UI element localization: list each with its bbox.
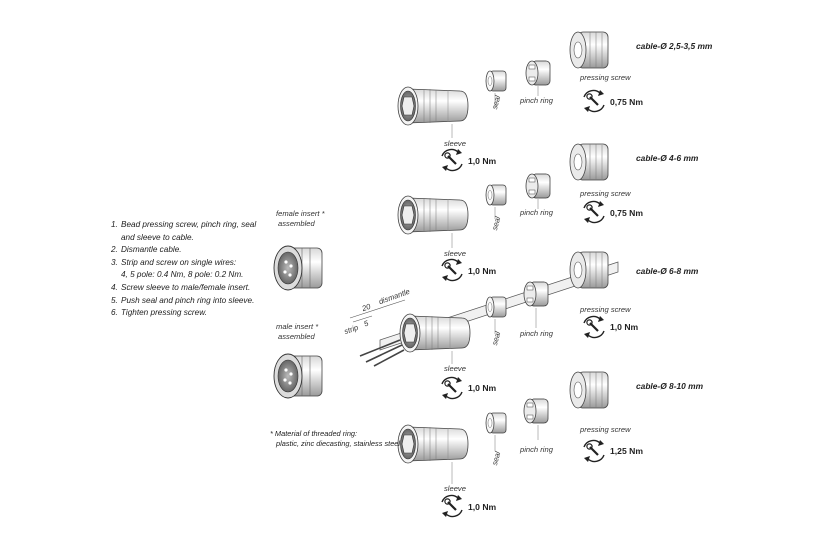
sleeve-torque-3: 1,0 Nm <box>468 383 497 393</box>
sleeve-label: sleeve <box>444 139 466 148</box>
sleeve-label: sleeve <box>444 249 466 258</box>
variant-2-title: cable-Ø 4-6 mm <box>636 153 699 163</box>
material-note: * Material of threaded ring: plastic, zi… <box>270 429 401 448</box>
pressing-screw-label: pressing screw <box>580 425 631 434</box>
sleeve-torque-4: 1,0 Nm <box>468 502 497 512</box>
pinch-ring-label: pinch ring <box>520 445 553 454</box>
pressing-screw-label: pressing screw <box>580 73 631 82</box>
male-insert-label-2: assembled <box>278 332 315 341</box>
female-insert-label: female insert * <box>276 209 325 218</box>
variant-3-title: cable-Ø 6-8 mm <box>636 266 699 276</box>
male-insert-label: male insert * <box>276 322 319 331</box>
step-row: 3.Strip and screw on single wires: <box>111 257 237 267</box>
pinch-ring-label: pinch ring <box>520 208 553 217</box>
female-insert-drawing <box>273 245 323 291</box>
sleeve-torque-1: 1,0 Nm <box>468 156 497 166</box>
screw-torque-2: 0,75 Nm <box>610 208 643 218</box>
step-row: 2.Dismantle cable. <box>111 245 182 255</box>
pressing-screw-label: pressing screw <box>580 305 631 314</box>
step-row: 1.Bead pressing screw, pinch ring, seal <box>111 220 257 229</box>
pinch-ring-label: pinch ring <box>520 96 553 105</box>
step-row: 6.Tighten pressing screw. <box>111 308 207 318</box>
screw-torque-3: 1,0 Nm <box>610 322 639 332</box>
assembly-steps: 1.Bead pressing screw, pinch ring, seal … <box>111 219 271 320</box>
step-row: and sleeve to cable. <box>121 232 194 242</box>
female-insert-label-2: assembled <box>278 219 315 228</box>
step-row: 4, 5 pole: 0.4 Nm, 8 pole: 0.2 Nm. <box>121 270 244 280</box>
row-1-parts <box>397 31 609 173</box>
row-4-parts <box>397 371 609 519</box>
variant-4-title: cable-Ø 8-10 mm <box>636 381 704 391</box>
screw-torque-1: 0,75 Nm <box>610 97 643 107</box>
sleeve-label: sleeve <box>444 364 466 373</box>
row-3-parts <box>349 251 619 401</box>
step-row: 4.Screw sleeve to male/female insert. <box>111 282 251 292</box>
pressing-screw-label: pressing screw <box>580 189 631 198</box>
variant-1-title: cable-Ø 2,5-3,5 mm <box>636 41 713 51</box>
step-row: 5.Push seal and pinch ring into sleeve. <box>111 295 255 305</box>
pinch-ring-label: pinch ring <box>520 329 553 338</box>
sleeve-torque-2: 1,0 Nm <box>468 266 497 276</box>
male-insert-drawing <box>273 353 323 399</box>
sleeve-label: sleeve <box>444 484 466 493</box>
row-2-parts <box>397 143 609 283</box>
screw-torque-4: 1,25 Nm <box>610 446 643 456</box>
